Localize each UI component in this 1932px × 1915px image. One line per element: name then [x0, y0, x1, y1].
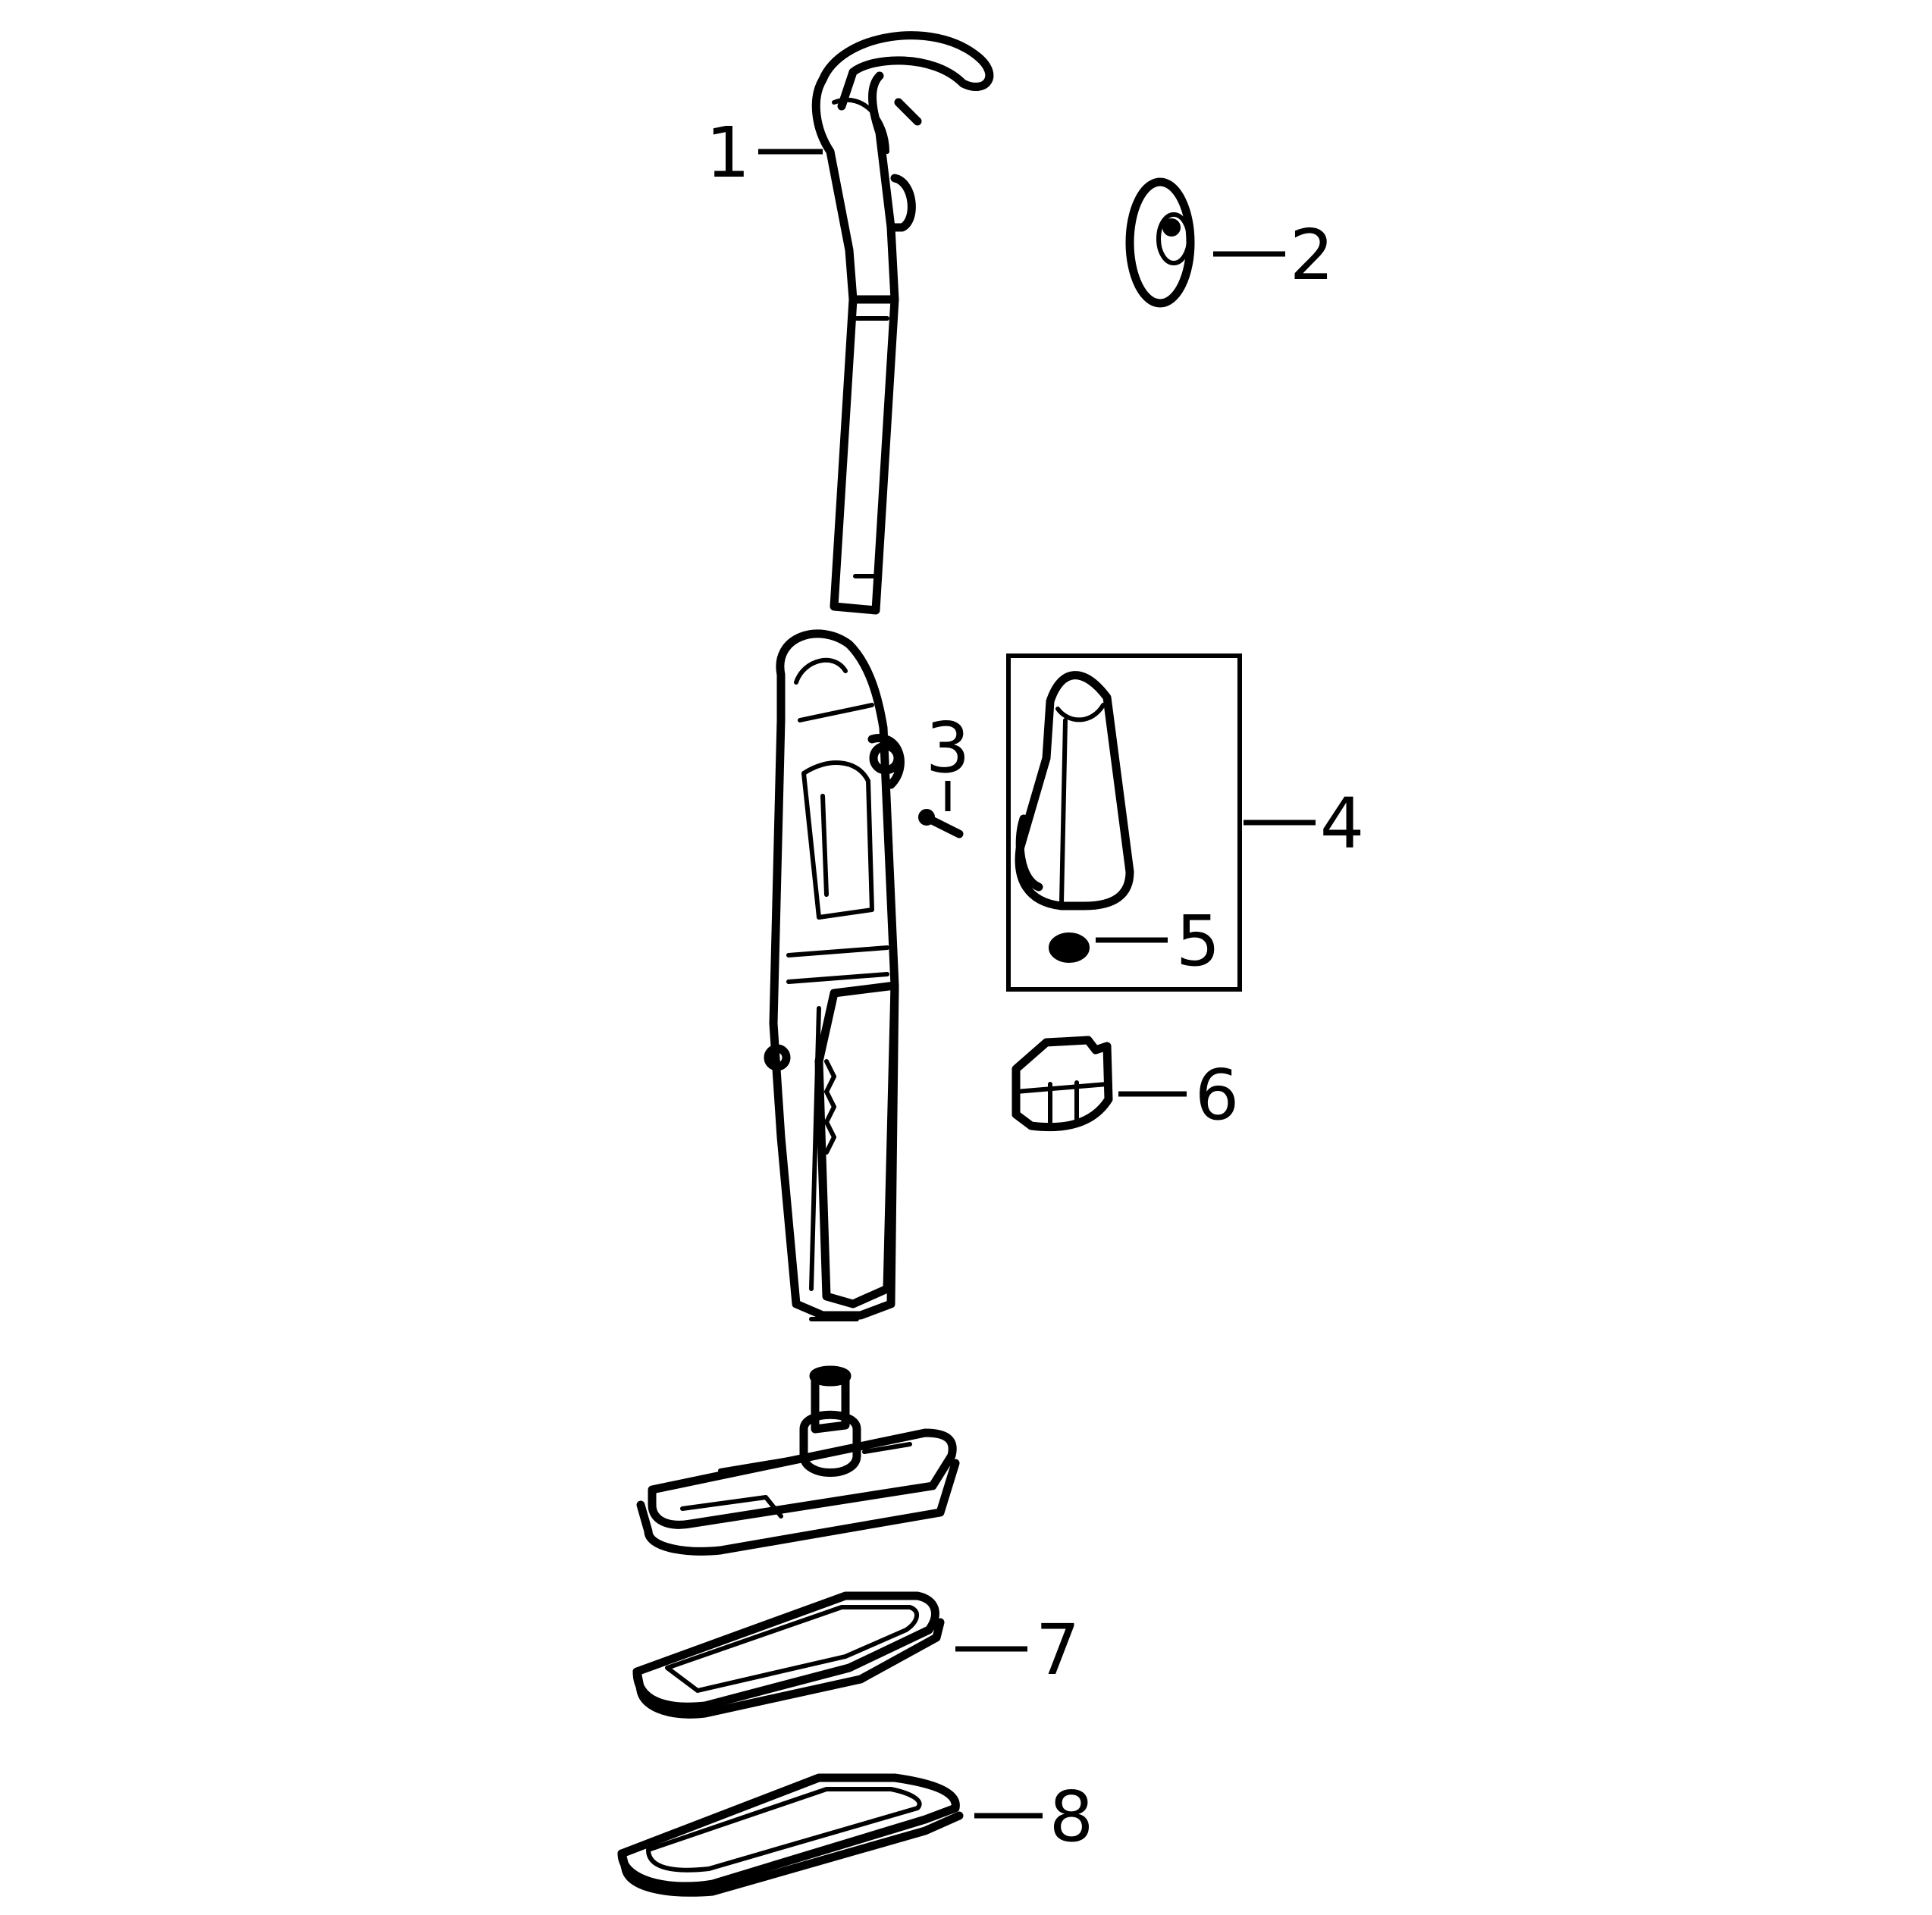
- callout-4: 4: [1320, 783, 1365, 864]
- part-4-water-tank: [1006, 653, 1242, 992]
- part-6-clip: [1011, 1036, 1113, 1132]
- callout-7: 7: [1036, 1609, 1080, 1691]
- callout-3: 3: [926, 707, 971, 788]
- callout-6: 6: [1195, 1055, 1240, 1136]
- leader-lines: [758, 149, 1316, 1819]
- part-1-handle: [811, 31, 994, 615]
- tank-assembly-box: [1006, 653, 1242, 992]
- callout-2: 2: [1290, 215, 1335, 296]
- part-7-pad-frame: [632, 1591, 945, 1719]
- callout-5: 5: [1176, 901, 1221, 982]
- mop-head-base: [636, 1365, 960, 1556]
- callout-labels: 1 2 3 4 5 6 7 8: [706, 112, 1365, 1857]
- part-3-screw: [918, 809, 964, 838]
- main-body: [764, 629, 905, 1321]
- part-8-pad: [617, 1773, 964, 1897]
- part-2-cap: [1125, 177, 1195, 308]
- part-5-seal: [1049, 932, 1090, 963]
- callout-1: 1: [706, 112, 751, 193]
- callout-8: 8: [1049, 1776, 1094, 1857]
